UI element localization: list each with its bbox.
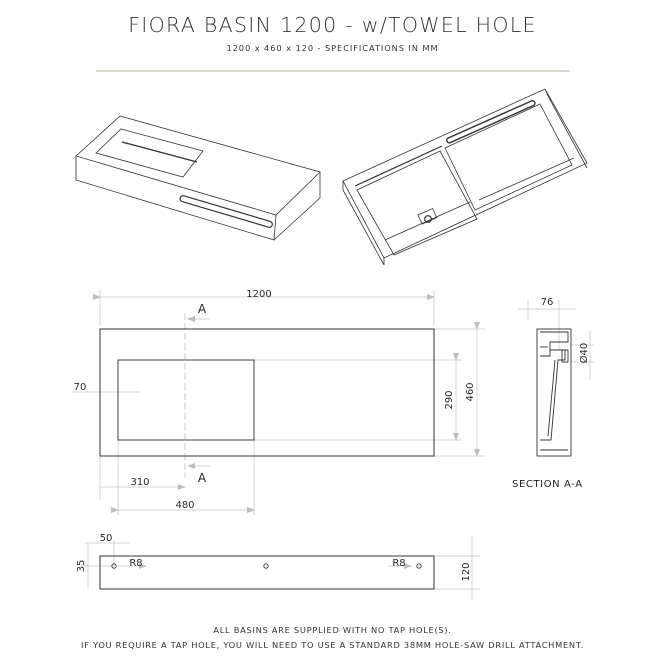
dim-section-offset: 310 xyxy=(130,477,149,488)
dim-radius-right: R8 xyxy=(392,558,405,569)
dim-overall-width: 1200 xyxy=(246,289,271,300)
isometric-top-view xyxy=(75,115,321,241)
dim-edge-offset: 70 xyxy=(74,382,87,393)
page-title: FIORA BASIN 1200 - w/TOWEL HOLE xyxy=(128,13,537,37)
page-subtitle: 1200 x 460 x 120 - SPECIFICATIONS IN MM xyxy=(226,43,439,53)
dim-wall-width: 76 xyxy=(541,297,554,308)
section-caption: SECTION A-A xyxy=(512,479,583,490)
section-marker-bottom: A xyxy=(198,471,207,485)
dim-bowl-width: 480 xyxy=(175,500,194,511)
dim-bowl-depth: 290 xyxy=(444,390,455,409)
dim-hole-offset-y: 35 xyxy=(76,560,87,573)
section-a-a: 76 Ø40 xyxy=(518,297,594,457)
dim-towel-hole-diameter: Ø40 xyxy=(578,343,590,364)
dim-radius-left: R8 xyxy=(129,558,142,569)
dim-height: 120 xyxy=(461,562,472,581)
dim-hole-offset-x: 50 xyxy=(100,533,113,544)
note-line-2: IF YOU REQUIRE A TAP HOLE, YOU WILL NEED… xyxy=(81,640,584,650)
section-marker-top: A xyxy=(198,302,207,316)
front-view: 50 35 R8 R8 120 xyxy=(76,533,480,600)
plan-view: 1200 A A 70 310 480 290 460 xyxy=(72,289,485,515)
isometric-bottom-view xyxy=(342,88,588,266)
note-line-1: ALL BASINS ARE SUPPLIED WITH NO TAP HOLE… xyxy=(213,625,452,635)
dim-overall-depth: 460 xyxy=(465,382,476,401)
header-divider xyxy=(96,70,570,72)
